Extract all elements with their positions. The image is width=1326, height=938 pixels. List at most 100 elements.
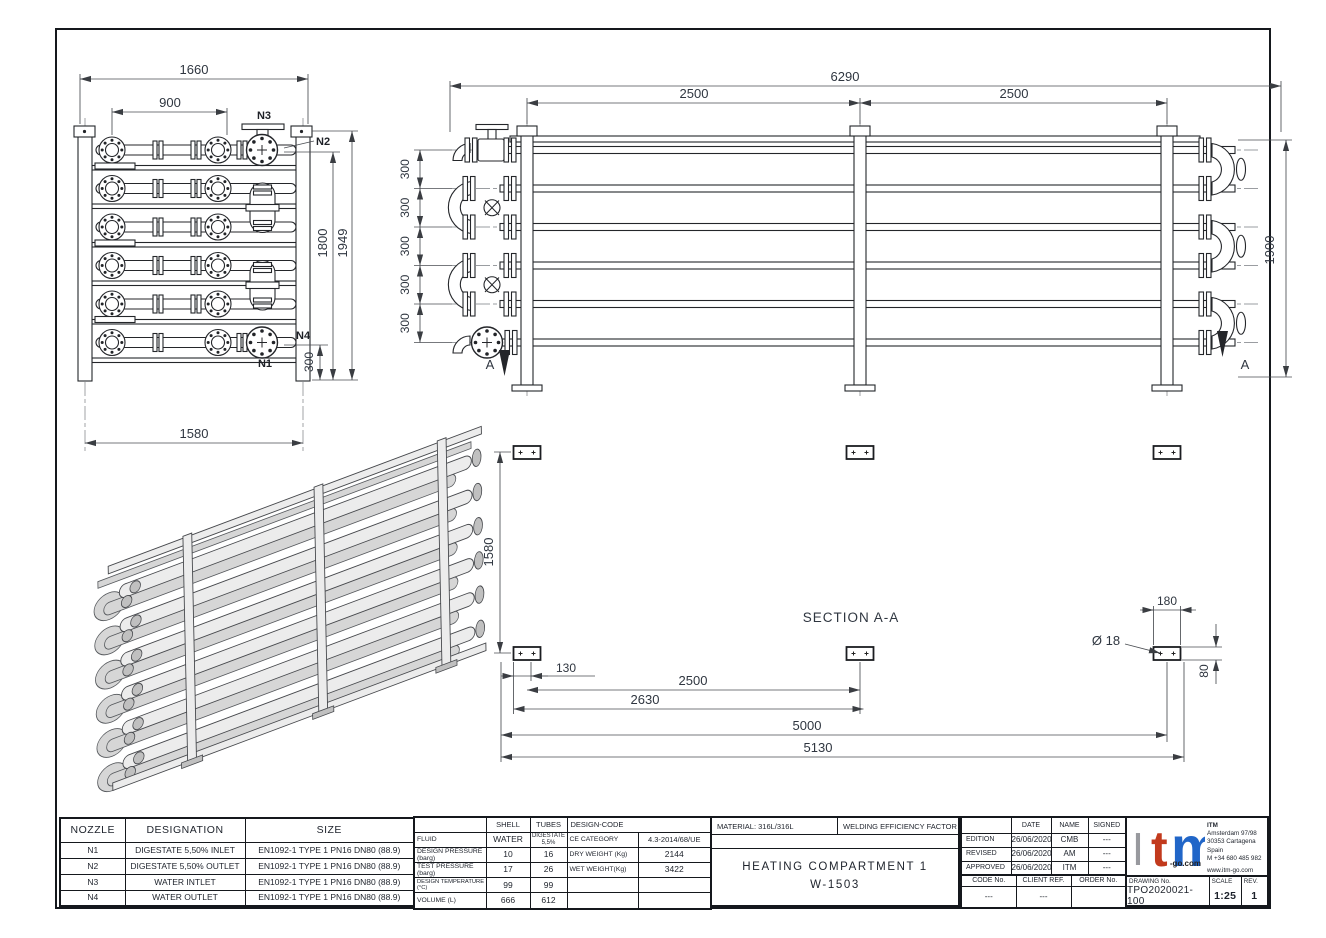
dim-180: 180 (1157, 594, 1177, 608)
dim-5130: 5130 (804, 740, 833, 755)
code-no-label: CODE No. (960, 874, 1017, 887)
spec-row-design-pressure: DESIGN PRESSURE (barg) 10 16 DRY WEIGHT … (413, 846, 712, 863)
itm-logo: I t m -go.com (1127, 818, 1205, 875)
dim-300-1: 300 (398, 159, 412, 179)
section-view: SECTION A-A 1580 130 2500 2630 (481, 445, 1222, 762)
shell-header: SHELL (485, 816, 531, 833)
dim-1660: 1660 (180, 62, 209, 77)
dim-300-2: 300 (398, 197, 412, 217)
drawing-no-label: DRAWING No. (1129, 878, 1171, 885)
company-address: ITM Amsterdam 97/98 30353 Cartagena Spai… (1205, 818, 1267, 875)
n3-top-flange (241, 123, 285, 131)
rev-cell: REV. 1 (1242, 877, 1267, 907)
front-frame-posts (73, 125, 313, 382)
n4-nozzle-face (245, 326, 279, 359)
logo-letter-t: t (1151, 821, 1168, 875)
approvals-table: DATE NAME SIGNED EDITION 26/06/2020 CMB … (960, 816, 1127, 876)
designation-header: DESIGNATION (124, 817, 246, 843)
dim-6290: 6290 (831, 69, 860, 84)
dim-1580-section: 1580 (481, 538, 496, 567)
spec-table: SHELL TUBES DESIGN-CODE FLUID WATER DIGE… (413, 816, 713, 910)
nozzle-row-n1: N1 DIGESTATE 5,50% INLET EN1092-1 TYPE 1… (59, 841, 415, 859)
design-code-header: DESIGN-CODE (566, 816, 712, 833)
rev-label: REV. (1243, 878, 1258, 885)
dim-1949: 1949 (335, 229, 350, 258)
logo-block: I t m -go.com ITM Amsterdam 97/98 30353 … (1125, 816, 1269, 907)
dim-300-4: 300 (398, 274, 412, 294)
drawing-no-cell: DRAWING No. TPO2020021-100 (1127, 877, 1210, 907)
label-n2: N2 (316, 136, 330, 148)
tubes-header: TUBES (529, 816, 568, 833)
drawing-title: HEATING COMPARTMENT 1 W-1503 (712, 849, 958, 904)
scale-cell: SCALE 1:25 (1210, 877, 1242, 907)
scale-value: 1:25 (1214, 890, 1237, 902)
rev-value: 1 (1251, 890, 1258, 902)
spec-row-volume: VOLUME (L) 666 612 (413, 892, 712, 909)
drawing-title-line1: HEATING COMPARTMENT 1 (742, 861, 928, 874)
name-header: NAME (1050, 816, 1089, 834)
front-support-brackets (94, 162, 136, 324)
code-no-value: --- (960, 885, 1017, 909)
order-no-label: ORDER No. (1070, 874, 1127, 887)
refs-table: CODE No. CLIENT REF. ORDER No. --- --- (960, 874, 1127, 909)
dim-130: 130 (556, 661, 576, 675)
section-marker-right: A (1241, 357, 1250, 372)
front-vertical-ubend-1 (245, 182, 280, 234)
title-center-block: MATERIAL: 316L/316L WELDING EFFICIENCY F… (710, 816, 960, 907)
dim-300-bottom: 300 (302, 352, 316, 372)
side-right-ubends (1198, 137, 1247, 356)
size-header: SIZE (244, 817, 415, 843)
side-frame-legs (511, 120, 1183, 396)
dim-900: 900 (159, 95, 181, 110)
order-no-value (1070, 885, 1127, 909)
label-n4: N4 (296, 330, 311, 342)
logo-suffix: -go.com (1169, 859, 1201, 868)
welding-efficiency-label: WELDING EFFICIENCY FACTOR (843, 821, 957, 831)
section-arrow-left (499, 350, 510, 376)
dim-2500-section: 2500 (679, 673, 708, 688)
dim-300-5: 300 (398, 313, 412, 333)
material-spec: MATERIAL: 316L/316L (712, 818, 838, 834)
spec-row-design-temperature: DESIGN TEMPERATURE (°C) 99 99 (413, 877, 712, 893)
spec-row-fluid: FLUID WATER DIGESTATE 5,5% CE CATEGORY 4… (413, 831, 712, 848)
nozzle-row-n2: N2 DIGESTATE 5,50% OUTLET EN1092-1 TYPE … (59, 857, 415, 875)
signed-header: SIGNED (1087, 816, 1127, 834)
label-n3: N3 (257, 110, 271, 122)
dim-2500-left: 2500 (680, 86, 709, 101)
approval-row-edition: EDITION 26/06/2020 CMB --- (960, 832, 1127, 848)
title-gap-row (712, 835, 958, 849)
nozzle-table: NOZZLE DESIGNATION SIZE N1 DIGESTATE 5,5… (59, 817, 415, 907)
scale-label: SCALE (1211, 878, 1233, 885)
label-n1: N1 (258, 358, 272, 370)
dim-hole-18: Ø 18 (1092, 633, 1120, 648)
logo-letter-m: m (1171, 818, 1205, 875)
nozzle-row-n4: N4 WATER OUTLET EN1092-1 TYPE 1 PN16 DN8… (59, 889, 415, 907)
section-title: SECTION A-A (803, 610, 900, 625)
drawing-no-value: TPO2020021-100 (1127, 885, 1194, 907)
dim-300-3: 300 (398, 236, 412, 256)
section-arrow-right (1217, 331, 1228, 357)
client-ref-value: --- (1015, 885, 1072, 909)
side-view: 6290 2500 2500 300 300 300 300 300 (398, 69, 1292, 396)
date-header: DATE (1010, 816, 1052, 834)
company-website: www.itm-go.com (1207, 866, 1254, 874)
front-view: 1660 900 1800 1949 300 1580 N3 N2 N4 (73, 62, 358, 452)
isometric-view (93, 425, 487, 793)
drawing-title-line2: W-1503 (810, 878, 860, 891)
front-dimensions: 1660 900 1800 1949 300 1580 N3 N2 N4 (79, 62, 358, 447)
n2-nozzle-face (245, 133, 279, 167)
section-dimensions: 1580 130 2500 2630 5000 5130 (481, 451, 1222, 762)
approval-row-approved: APPROVED 26/06/2020 ITM --- (960, 860, 1127, 876)
dim-2500-right: 2500 (1000, 86, 1029, 101)
spec-row-test-pressure: TEST PRESSURE (barg) 17 26 WET WEIGHT(Kg… (413, 861, 712, 879)
logo-letter-i: I (1134, 823, 1142, 875)
section-marker-left: A (486, 357, 495, 372)
approval-row-revised: REVISED 26/06/2020 AM --- (960, 846, 1127, 862)
side-dimensions: 6290 2500 2500 300 300 300 300 300 (398, 69, 1292, 378)
nozzle-row-n3: N3 WATER INTLET EN1092-1 TYPE 1 PN16 DN8… (59, 873, 415, 891)
dim-1580-front: 1580 (180, 426, 209, 441)
front-vertical-ubend-2 (245, 259, 280, 311)
dim-1900: 1900 (1262, 236, 1277, 265)
